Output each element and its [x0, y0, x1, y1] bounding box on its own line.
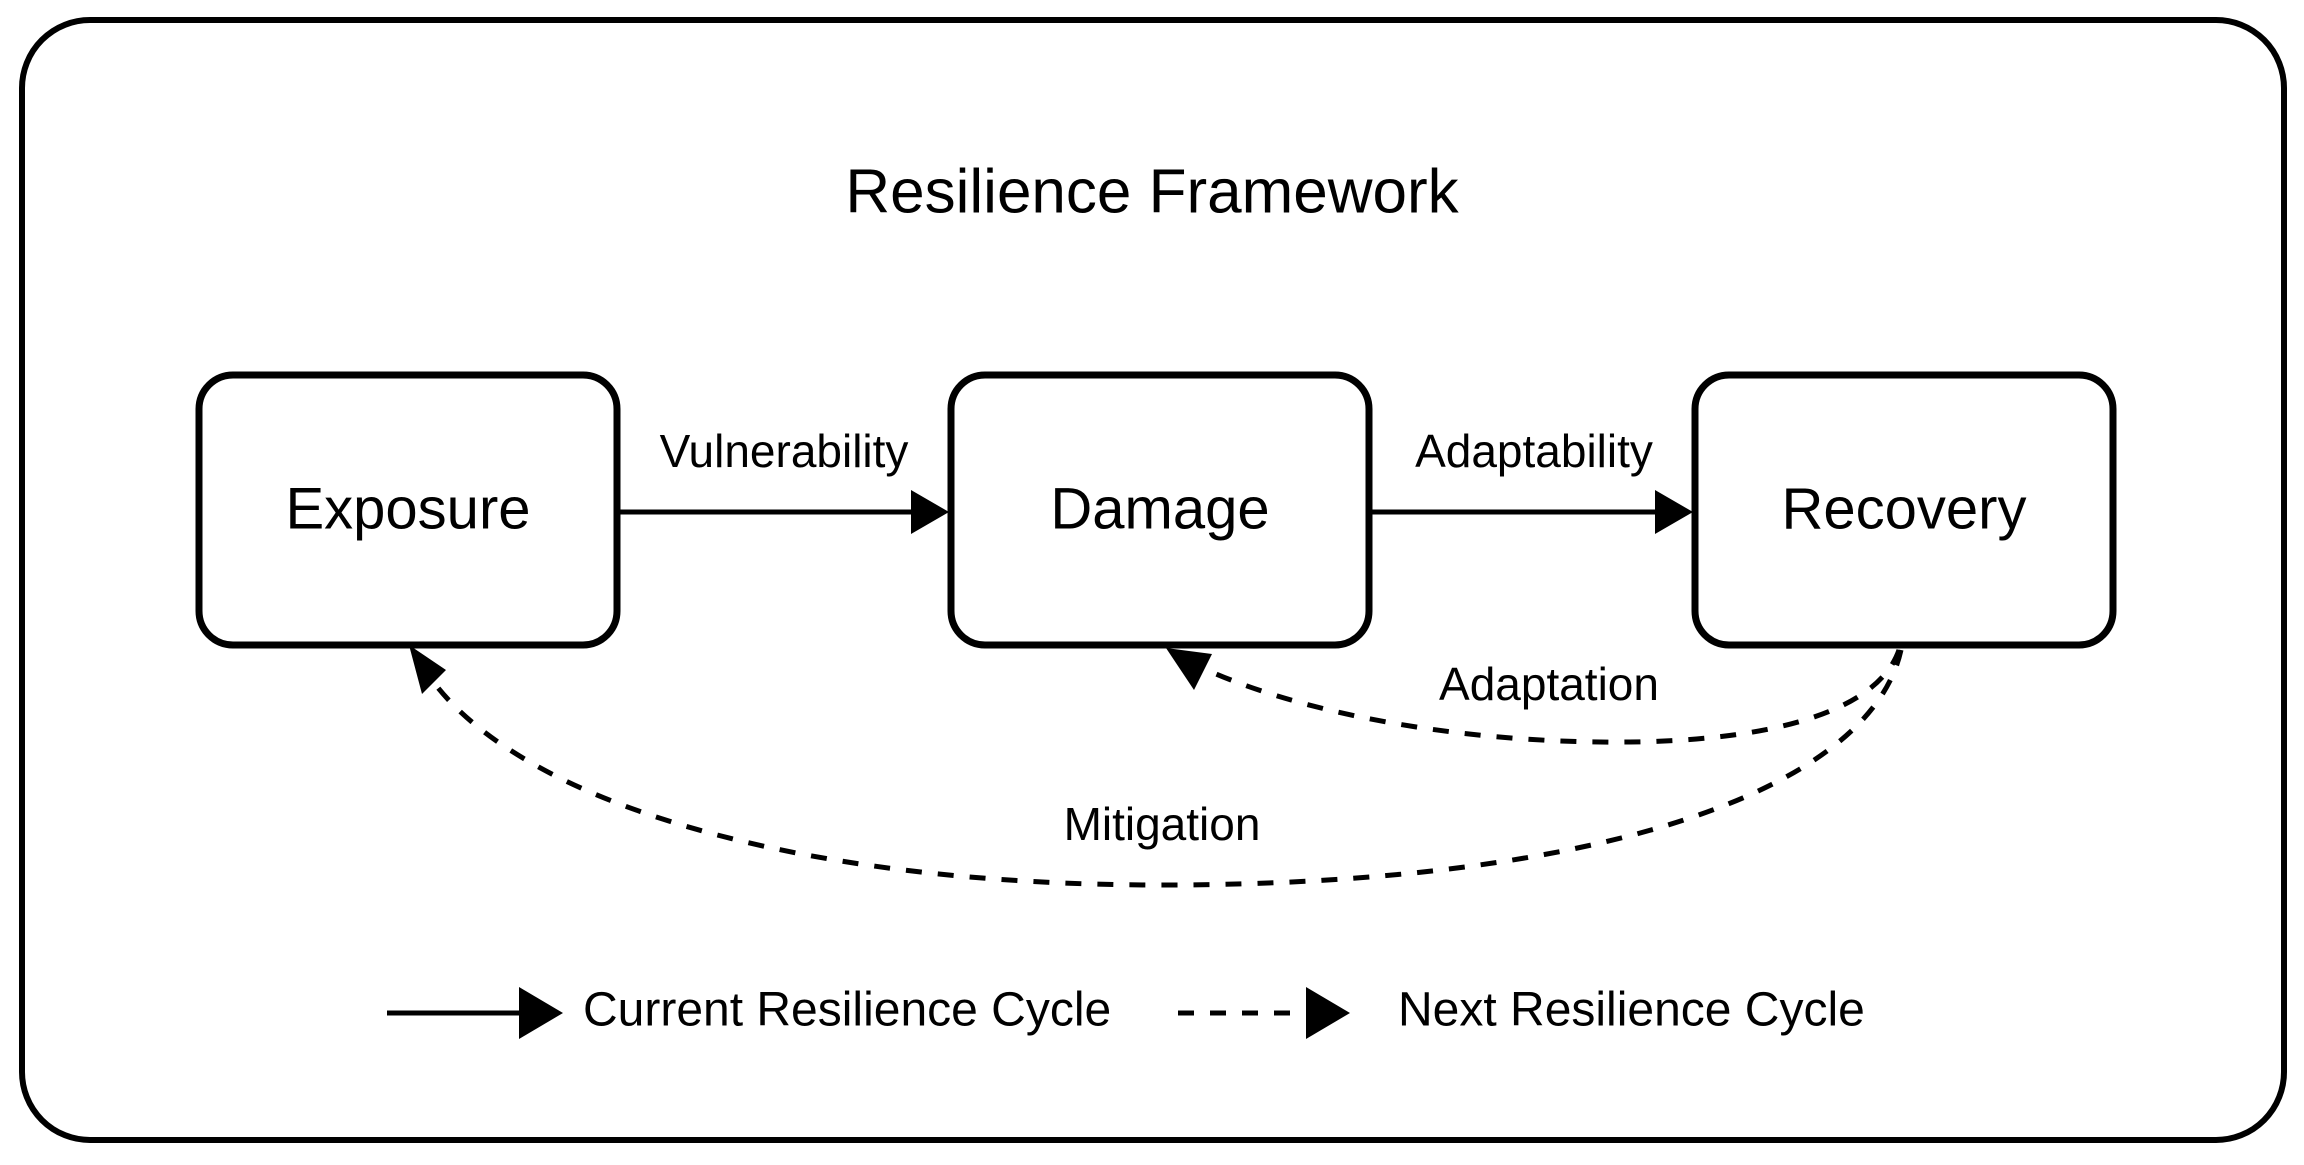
edge-adaptation-label: Adaptation: [1439, 658, 1659, 710]
edge-mitigation-arrowhead: [409, 645, 446, 694]
edge-adaptability-arrowhead: [1655, 490, 1693, 534]
page-title: Resilience Framework: [845, 157, 1459, 226]
legend-item-next-cycle: Next Resilience Cycle: [1178, 984, 1865, 1039]
node-exposure-label: Exposure: [285, 476, 530, 541]
edge-adaptability-label: Adaptability: [1415, 425, 1653, 477]
edge-mitigation-curve: [429, 649, 1904, 888]
node-exposure[interactable]: [195, 371, 621, 649]
legend-item-current-cycle: Current Resilience Cycle: [387, 984, 1111, 1039]
node-damage[interactable]: [947, 371, 1373, 649]
legend-solid-arrowhead: [519, 987, 563, 1039]
edge-vulnerability-label: Vulnerability: [660, 425, 909, 477]
legend-next-cycle-label: Next Resilience Cycle: [1398, 984, 1865, 1037]
edge-adaptation-curve: [1188, 649, 1902, 745]
legend-dashed-arrowhead: [1306, 987, 1350, 1039]
legend: Current Resilience Cycle Next Resilience…: [387, 984, 1865, 1039]
node-recovery-label: Recovery: [1782, 476, 2027, 541]
edge-vulnerability-arrowhead: [911, 490, 949, 534]
node-recovery[interactable]: [1691, 371, 2117, 649]
node-damage-label: Damage: [1050, 476, 1269, 541]
edge-adaptation-arrowhead: [1166, 648, 1212, 690]
edge-mitigation-label: Mitigation: [1064, 798, 1261, 850]
legend-current-cycle-label: Current Resilience Cycle: [583, 984, 1111, 1037]
